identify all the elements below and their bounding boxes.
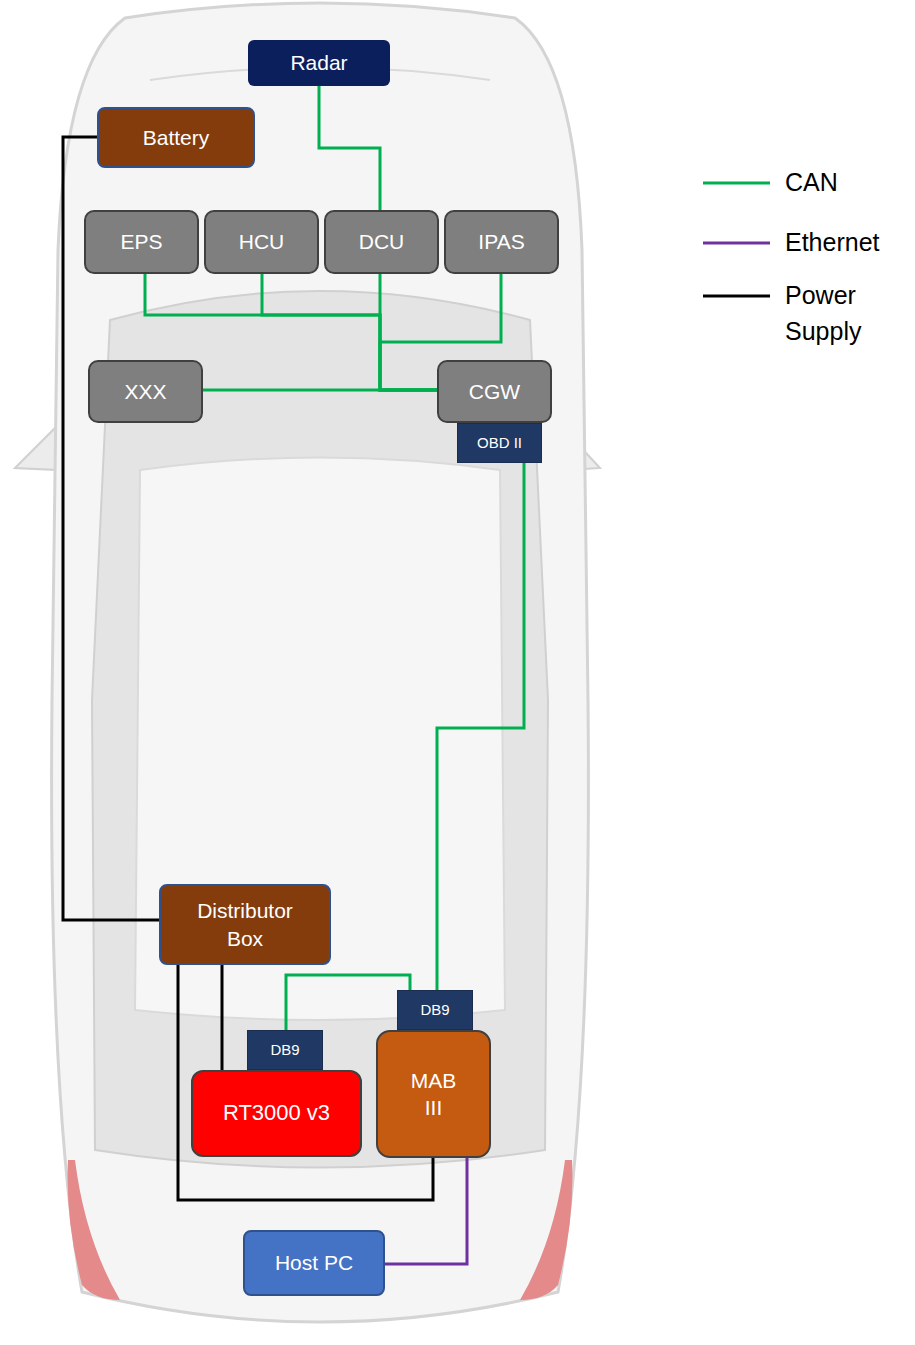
ecu-box: XXX [88,360,203,423]
legend-label: Power Supply [785,277,895,350]
ecu-box: EPS [84,210,199,274]
connector-port: OBD II [457,423,542,463]
node-label: CGW [469,378,520,405]
node-label: Host PC [275,1249,353,1276]
wire-connector [319,86,380,210]
ecu-box: HCU [204,210,319,274]
node-label: DB9 [270,1040,299,1060]
legend-label: Ethernet [785,224,880,260]
ecu-box: IPAS [444,210,559,274]
wire-connector [385,1158,467,1264]
wire-connector [221,965,224,1070]
connector-port: DB9 [247,1030,323,1070]
node-label: MAB III [404,1067,464,1122]
node-label: DCU [359,228,405,255]
connector-port: DB9 [397,990,473,1030]
wire-connector [286,975,410,1030]
gateway-box: CGW [437,360,552,423]
sensor-box: Radar [248,40,390,86]
node-label: Radar [290,49,347,76]
device-box: MAB III [376,1030,491,1158]
node-label: HCU [239,228,285,255]
node-label: Battery [143,124,210,151]
computer-box: Host PC [243,1230,385,1296]
node-label: XXX [124,378,166,405]
wire-connector [437,463,524,990]
node-label: OBD II [477,433,522,453]
legend-line-sample [703,242,770,245]
node-label: IPAS [478,228,524,255]
device-box: RT3000 v3 [191,1070,362,1157]
ecu-box: DCU [324,210,439,274]
node-label: RT3000 v3 [223,1099,330,1128]
power-box: Distributor Box [159,884,331,965]
node-label: EPS [120,228,162,255]
wire-connector [262,274,437,390]
legend-label: CAN [785,164,838,200]
wire-connector [203,389,437,392]
node-label: Distributor Box [183,897,308,952]
power-box: Battery [97,107,255,168]
legend-line-sample [703,295,770,298]
node-label: DB9 [420,1000,449,1020]
legend-line-sample [703,182,770,185]
wire-connector [380,274,437,390]
